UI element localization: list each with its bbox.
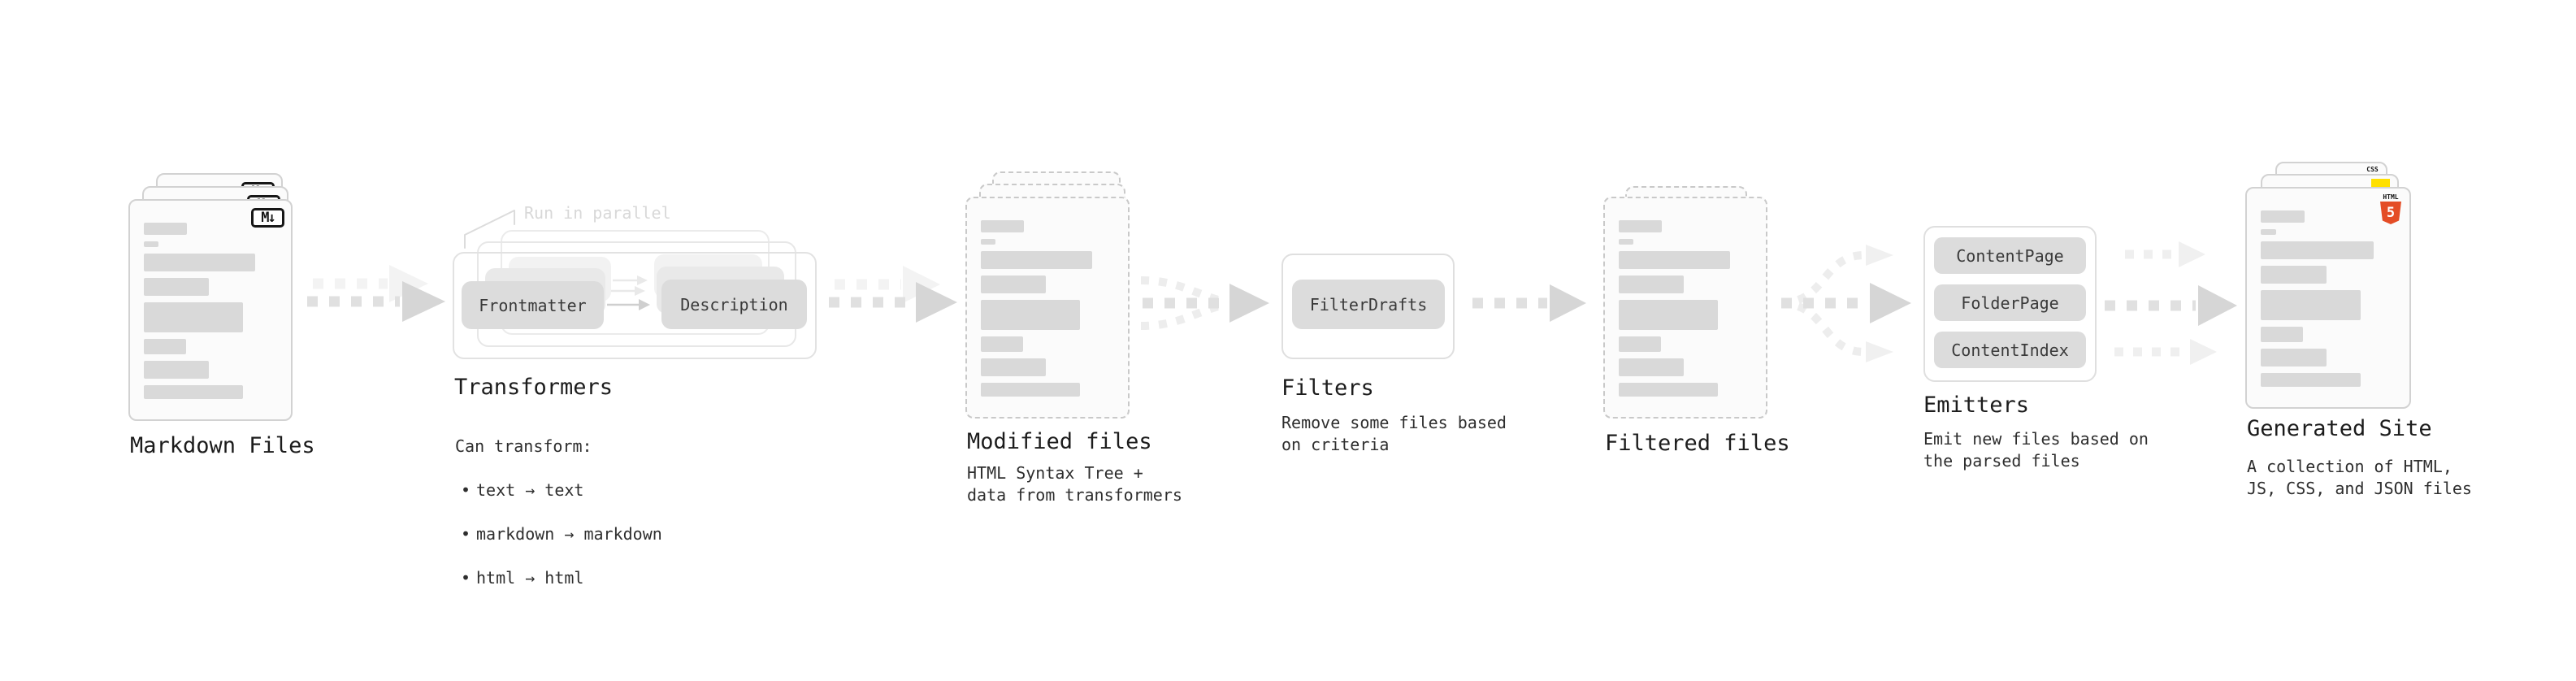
arrow-echo-markdown-to-transformers [313,265,428,302]
frontmatter-pill: Frontmatter [462,281,604,329]
generated-site-title: Generated Site [2247,416,2432,441]
run-in-parallel-note: Run in parallel [524,203,671,223]
arrow-emitters-to-generated-middle [2105,285,2237,326]
description-pill: Description [661,280,807,329]
arrow-emitters-to-generated-bottom [2114,339,2217,365]
emitters-subtitle: Emit new files based on the parsed files [1923,429,2149,471]
transform-bullet-markdown: • markdown → markdown [455,523,662,545]
arrow-filters-to-filtered [1472,284,1586,322]
modified-file-card-front [965,197,1130,419]
transform-bullet-html: • html → html [455,567,662,589]
markdown-icon: M↓ [251,208,284,228]
html5-icon-shield: 5 [2380,202,2401,224]
transformers-description: Can transform: • text → text • markdown … [455,414,662,611]
emitters-title: Emitters [1923,393,2030,418]
bullet-icon: • [460,480,471,500]
modified-files-subtitle: HTML Syntax Tree + data from transformer… [967,463,1182,505]
document-text-placeholder [981,220,1117,403]
contentpage-pill: ContentPage [1934,237,2086,274]
filtered-file-card-front [1603,197,1767,419]
bullet-icon: • [460,524,471,544]
filters-subtitle: Remove some files based on criteria [1281,413,1507,454]
filterdrafts-pill: FilterDrafts [1292,280,1445,329]
document-text-placeholder [1619,220,1754,403]
markdown-file-card-front: M↓ [128,199,293,421]
transform-bullet-text: • text → text [455,479,662,501]
bullet-label: text → text [476,480,584,500]
contentindex-pill: ContentIndex [1934,332,2086,368]
css-icon-label: CSS [2366,166,2379,173]
folderpage-pill: FolderPage [1934,284,2086,321]
html5-icon-label: HTML [2383,193,2399,201]
arrow-echo-transformers-to-modified [835,266,940,303]
filtered-files-title: Filtered files [1605,431,1790,456]
document-text-placeholder [144,223,280,406]
transformers-title: Transformers [454,375,614,400]
arrow-filtered-to-emitters [1781,245,1911,362]
bullet-label: html → html [476,568,584,588]
html5-icon-number: 5 [2386,205,2396,221]
filters-title: Filters [1281,375,1374,401]
generated-site-subtitle: A collection of HTML, JS, CSS, and JSON … [2247,457,2472,498]
markdown-files-title: Markdown Files [130,433,315,458]
arrow-modified-to-filters [1140,276,1269,330]
document-text-placeholder [2261,210,2398,393]
bullet-icon: • [460,568,471,588]
html5-icon: HTML 5 [2379,193,2402,224]
transformer-frame-front [453,252,817,359]
can-transform-label: Can transform: [455,436,592,456]
modified-files-title: Modified files [967,429,1152,454]
generated-html-card: HTML 5 [2245,187,2411,409]
bullet-label: markdown → markdown [476,524,662,544]
arrow-markdown-to-transformers [307,281,445,322]
arrow-emitters-to-generated-top [2125,241,2205,267]
arrow-transformers-to-modified [829,282,957,323]
